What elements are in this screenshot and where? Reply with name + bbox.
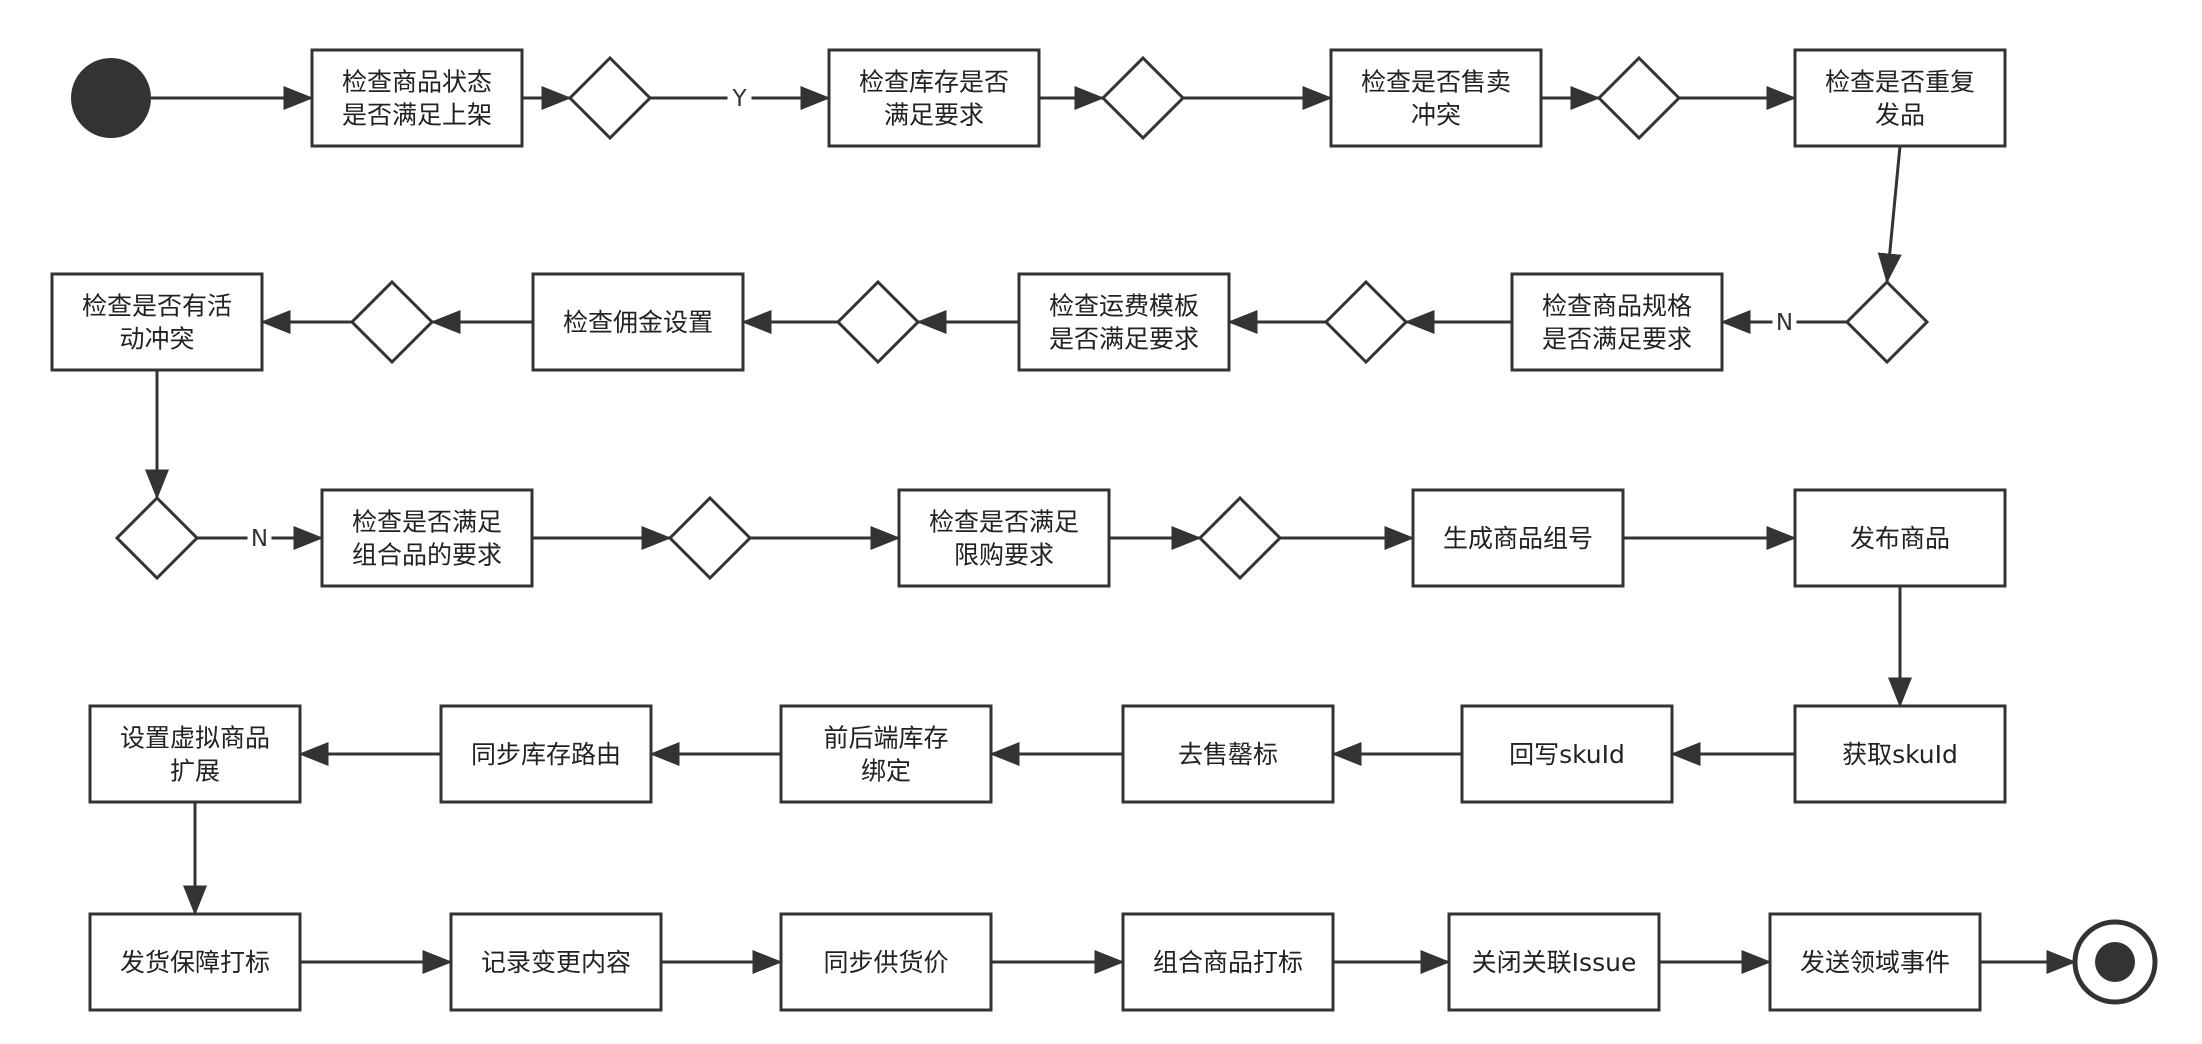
action-box-n12 <box>1793 488 2007 588</box>
action-label: 获取skuId <box>1842 740 1958 769</box>
action-label: 发布商品 <box>1850 524 1950 553</box>
action-box-n13 <box>1793 704 2007 804</box>
action-label: 检查是否有活 <box>82 292 232 321</box>
action-box-n19 <box>88 912 302 1012</box>
action-box-n22 <box>1121 912 1335 1012</box>
action-box-n4 <box>1793 48 2007 148</box>
action-label: 发货保障打标 <box>120 948 270 977</box>
action-label: 生成商品组号 <box>1443 524 1593 553</box>
action-label: 发品 <box>1875 101 1925 130</box>
edge-label-bg <box>1772 307 1797 337</box>
end-node-core <box>2095 942 2135 982</box>
action-box-n9 <box>320 488 534 588</box>
action-label: 检查运费模板 <box>1049 292 1199 321</box>
action-box-n17 <box>439 704 653 804</box>
action-label: 是否满足要求 <box>1049 325 1199 354</box>
action-label: 检查商品状态 <box>342 68 492 97</box>
action-label: 组合商品打标 <box>1153 948 1303 977</box>
decision-d7 <box>349 279 435 365</box>
action-label: 绑定 <box>861 757 911 786</box>
decision-d8 <box>114 495 200 581</box>
action-label: 发送领域事件 <box>1800 948 1950 977</box>
decision-d6 <box>835 279 921 365</box>
action-label: 是否满足要求 <box>1542 325 1692 354</box>
action-box-n15 <box>1121 704 1335 804</box>
edge-n4-d4 <box>1877 145 1902 284</box>
action-label: 记录变更内容 <box>481 948 631 977</box>
action-box-n1 <box>310 48 524 148</box>
action-box-n20 <box>449 912 663 1012</box>
edge-label-bg <box>727 83 752 113</box>
action-box-n7 <box>531 272 745 372</box>
action-label: 回写skuId <box>1509 740 1625 769</box>
action-box-n5 <box>1510 272 1724 372</box>
action-box-n14 <box>1460 704 1674 804</box>
action-box-n24 <box>1768 912 1982 1012</box>
edge-label-no: N <box>251 526 268 552</box>
action-label: 检查库存是否 <box>859 68 1009 97</box>
action-box-n10 <box>897 488 1111 588</box>
decision-d1 <box>567 55 653 141</box>
action-box-n11 <box>1411 488 1625 588</box>
action-label: 检查是否满足 <box>929 508 1079 537</box>
decision-d3 <box>1596 55 1682 141</box>
start-node <box>71 58 151 138</box>
action-box-n6 <box>1017 272 1231 372</box>
action-label: 动冲突 <box>119 325 194 354</box>
decision-d4 <box>1844 279 1930 365</box>
action-label: 去售罄标 <box>1178 740 1278 769</box>
action-box-n8 <box>50 272 264 372</box>
action-label: 是否满足上架 <box>342 101 492 130</box>
action-label: 检查是否满足 <box>352 508 502 537</box>
action-box-n18 <box>88 704 302 804</box>
action-label: 限购要求 <box>954 541 1054 570</box>
action-box-n16 <box>779 704 993 804</box>
action-label: 检查佣金设置 <box>563 308 713 337</box>
action-box-n21 <box>779 912 993 1012</box>
edge-label-bg <box>247 523 272 553</box>
action-label: 检查是否重复 <box>1825 68 1975 97</box>
action-box-n2 <box>827 48 1041 148</box>
action-label: 同步库存路由 <box>471 740 621 769</box>
action-label: 关闭关联Issue <box>1472 948 1637 977</box>
action-label: 扩展 <box>170 757 220 786</box>
action-label: 设置虚拟商品 <box>120 724 270 753</box>
decision-d2 <box>1100 55 1186 141</box>
action-label: 前后端库存 <box>823 724 948 753</box>
action-label: 同步供货价 <box>823 948 948 977</box>
decision-d5 <box>1323 279 1409 365</box>
action-label: 组合品的要求 <box>352 541 502 570</box>
decision-d9 <box>667 495 753 581</box>
action-label: 检查是否售卖 <box>1361 68 1511 97</box>
action-box-n23 <box>1447 912 1661 1012</box>
edge-label-no: N <box>1776 310 1793 336</box>
action-label: 冲突 <box>1411 101 1461 130</box>
action-box-n3 <box>1329 48 1543 148</box>
decision-d10 <box>1197 495 1283 581</box>
action-label: 检查商品规格 <box>1542 292 1692 321</box>
action-label: 满足要求 <box>884 101 984 130</box>
edge-label-yes: Y <box>731 86 747 112</box>
